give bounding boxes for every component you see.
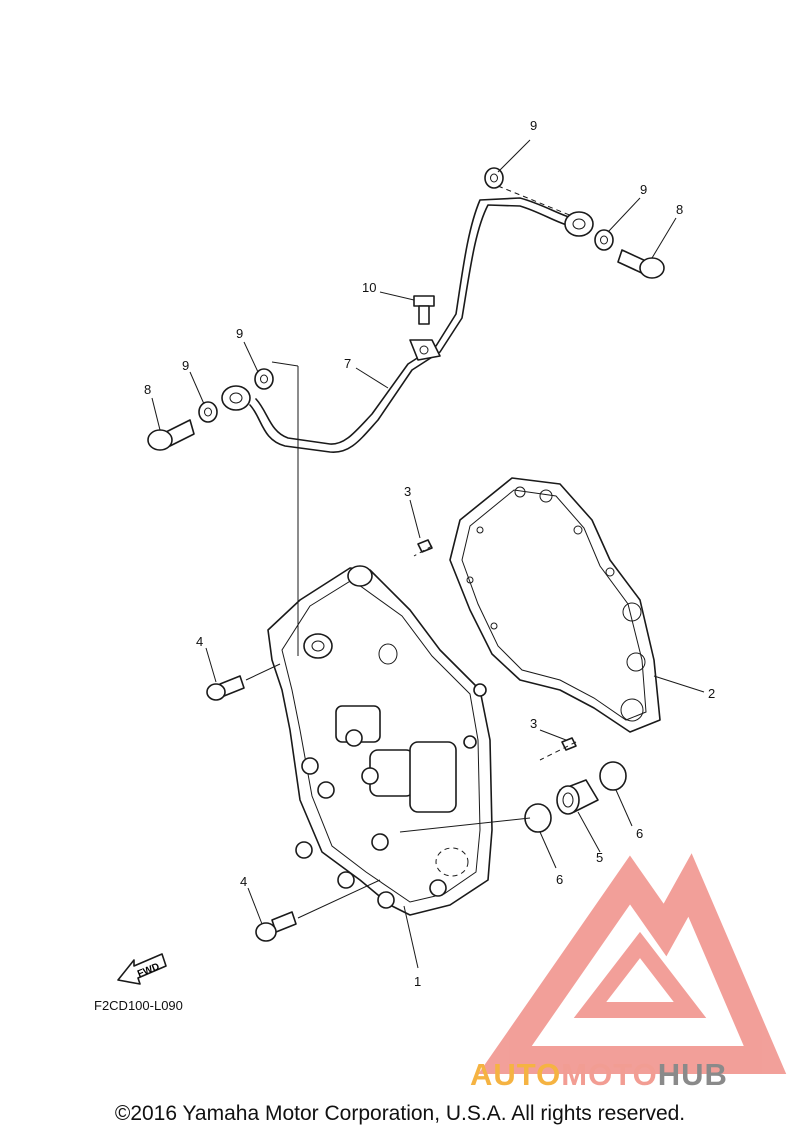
washers: [198, 167, 614, 423]
crankcase-cover: [267, 565, 493, 916]
callout-4-lower: 4: [240, 874, 247, 889]
watermark-moto: MOTO: [561, 1057, 658, 1092]
watermark-auto: AUTO: [470, 1057, 562, 1092]
callout-6-right: 6: [636, 826, 643, 841]
oil-pipe: [221, 197, 594, 453]
callout-4-upper: 4: [196, 634, 203, 649]
callout-3-upper: 3: [404, 484, 411, 499]
fwd-arrow: FWD: [117, 953, 167, 985]
callout-9-mid: 9: [236, 326, 243, 341]
callout-1: 1: [414, 974, 421, 989]
gasket: [449, 477, 661, 733]
callout-7: 7: [344, 356, 351, 371]
o-rings-and-collar: [524, 761, 627, 833]
callout-6-left: 6: [556, 872, 563, 887]
copyright-notice: ©2016 Yamaha Motor Corporation, U.S.A. A…: [114, 1102, 686, 1125]
callout-3-lower: 3: [530, 716, 537, 731]
alignment-lines: [245, 185, 577, 919]
watermark-logo: [478, 853, 787, 1074]
callouts: 1 2 3 3 4 4 5 6 6 7 8 8 9 9 9 9 10: [144, 118, 715, 989]
dowel-pins: [417, 539, 577, 751]
callout-8-left: 8: [144, 382, 151, 397]
watermark-text: AUTOMOTOHUB: [470, 1057, 728, 1093]
diagram-code: F2CD100-L090: [94, 998, 183, 1013]
callout-10: 10: [362, 280, 376, 295]
callout-5: 5: [596, 850, 603, 865]
callout-9-right: 9: [640, 182, 647, 197]
callout-9-left: 9: [182, 358, 189, 373]
callout-9-top: 9: [530, 118, 537, 133]
bolts-4: [206, 675, 297, 942]
union-bolts: [147, 249, 665, 451]
bolt-10: [413, 295, 435, 325]
watermark-hub: HUB: [657, 1057, 728, 1092]
callout-8-right: 8: [676, 202, 683, 217]
callout-2: 2: [708, 686, 715, 701]
leader-lines: [151, 139, 705, 969]
